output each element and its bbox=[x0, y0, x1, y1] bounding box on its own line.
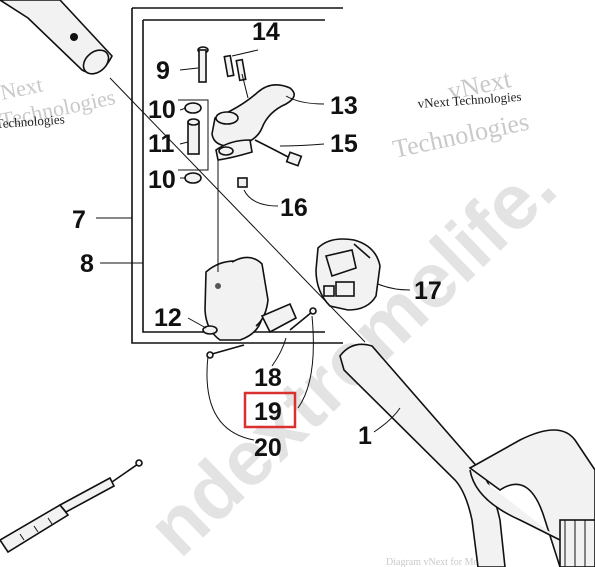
throttle-lever-part-13 bbox=[211, 84, 295, 161]
plate-outline bbox=[178, 99, 209, 171]
switch-housing-part-17 bbox=[315, 238, 381, 311]
clip-part-16 bbox=[237, 177, 248, 188]
callout-9: 9 bbox=[156, 57, 170, 85]
wire-part-15 bbox=[241, 73, 303, 167]
washer-part-10-lower bbox=[184, 172, 202, 184]
pin-part-9 bbox=[197, 46, 209, 83]
handlebar-upper bbox=[0, 0, 113, 75]
center-axis-line bbox=[109, 77, 366, 343]
callout-labels: 9 14 10 11 10 13 15 16 7 8 17 12 18 19 2… bbox=[72, 18, 442, 462]
throttle-housing-part-12 bbox=[202, 256, 298, 341]
callout-14: 14 bbox=[252, 18, 280, 46]
highlight-box-19[interactable] bbox=[243, 391, 297, 429]
handlebar-lower bbox=[339, 343, 595, 567]
bracket-8 bbox=[142, 20, 325, 333]
callout-20: 20 bbox=[254, 434, 282, 462]
throttle-cable bbox=[0, 459, 143, 554]
callout-8: 8 bbox=[80, 250, 94, 278]
washer-part-10-upper bbox=[184, 102, 202, 114]
sleeve-part-11 bbox=[187, 118, 200, 155]
callout-17: 17 bbox=[414, 277, 442, 305]
watermark-brand-left-small: Technologies bbox=[0, 111, 65, 131]
assembly-brackets bbox=[96, 7, 343, 344]
callout-1: 1 bbox=[358, 422, 372, 450]
callout-10-lower: 10 bbox=[148, 166, 176, 194]
callout-19[interactable]: 19 bbox=[254, 398, 282, 426]
leader-lines bbox=[179, 49, 411, 441]
callout-11: 11 bbox=[148, 130, 175, 158]
watermark-brand-top: vNext Technologies bbox=[417, 89, 522, 111]
callout-13: 13 bbox=[330, 92, 358, 120]
callout-12: 12 bbox=[154, 304, 182, 332]
screw-part-18 bbox=[289, 307, 317, 331]
callout-15: 15 bbox=[330, 130, 358, 158]
screw-part-20 bbox=[206, 344, 245, 359]
callout-16: 16 bbox=[280, 194, 308, 222]
watermark-bottom: Diagram vNext for Model bbox=[386, 557, 491, 567]
callout-7: 7 bbox=[72, 206, 86, 234]
bushing-part-14 bbox=[223, 54, 247, 82]
callout-18: 18 bbox=[254, 364, 282, 392]
bracket-7 bbox=[131, 8, 343, 344]
callout-10-upper: 10 bbox=[148, 96, 176, 124]
